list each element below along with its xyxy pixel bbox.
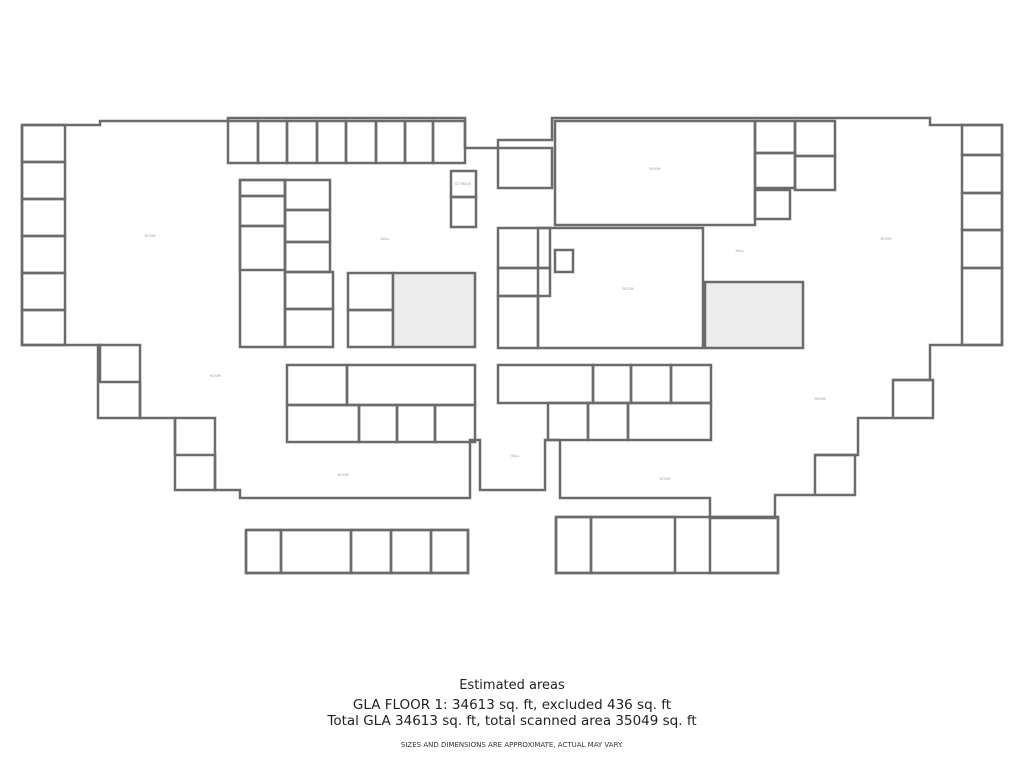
svg-text:ROOM: ROOM — [338, 473, 349, 477]
rooms — [20, 119, 1004, 575]
room-labels: ROOM ROOM ROOM ROOM HALL HALL ROOM ROOM … — [145, 167, 892, 481]
estimated-areas-heading: Estimated areas — [459, 678, 565, 693]
floor-plan: ROOM ROOM ROOM ROOM HALL HALL ROOM ROOM … — [20, 116, 1004, 575]
svg-text:HALL: HALL — [511, 454, 520, 458]
total-gla-line: Total GLA 34613 sq. ft, total scanned ar… — [327, 713, 697, 729]
svg-text:HALL: HALL — [381, 237, 390, 241]
svg-text:STORAGE: STORAGE — [455, 182, 472, 186]
exterior-walls — [20, 116, 1004, 575]
svg-text:ROOM: ROOM — [623, 287, 634, 291]
svg-text:ROOM: ROOM — [815, 397, 826, 401]
svg-text:ROOM: ROOM — [145, 234, 156, 238]
disclaimer: SIZES AND DIMENSIONS ARE APPROXIMATE, AC… — [400, 741, 624, 749]
gla-floor-line: GLA FLOOR 1: 34613 sq. ft, excluded 436 … — [352, 697, 672, 713]
svg-text:ROOM: ROOM — [660, 477, 671, 481]
svg-text:ROOM: ROOM — [881, 237, 892, 241]
svg-text:ROOM: ROOM — [210, 374, 221, 378]
svg-text:ROOM: ROOM — [650, 167, 661, 171]
svg-text:HALL: HALL — [736, 249, 745, 253]
